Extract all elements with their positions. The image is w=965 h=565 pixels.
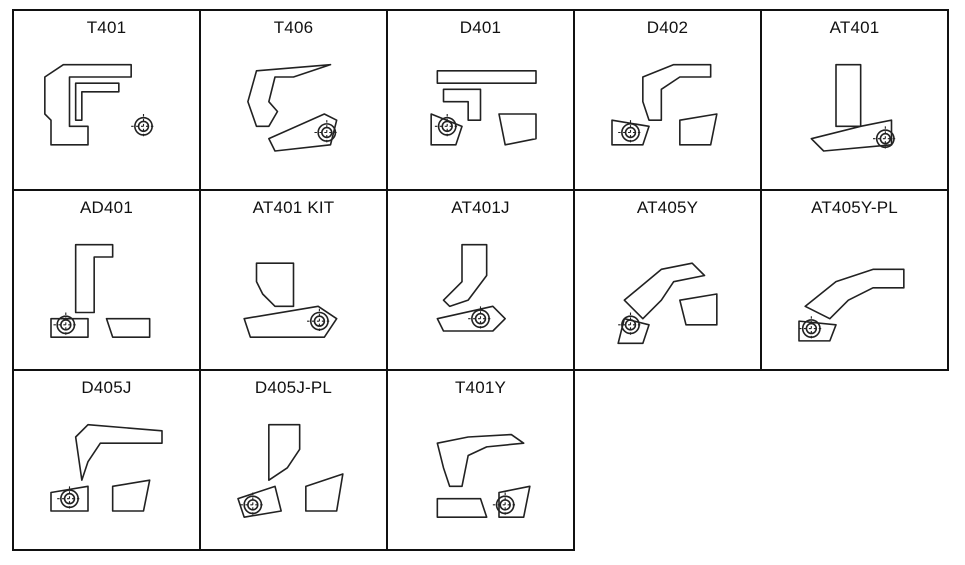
seal-outline [247, 63, 338, 152]
seal-model-label: T401 [86, 18, 127, 37]
seal-outline [611, 63, 718, 146]
seal-profile-drawing [798, 268, 905, 342]
seal-model-label: AT401 [829, 18, 880, 37]
spring-ring-icon [618, 312, 643, 338]
seal-profile-drawing [430, 70, 537, 146]
seal-model-label: AT405Y-PL [811, 198, 898, 217]
seal-outline [430, 70, 537, 146]
seal-profile-drawing [611, 63, 718, 146]
spring-ring-icon [307, 308, 332, 334]
seal-cell-at401-kit: AT401 KIT [199, 189, 388, 371]
seal-outline [798, 268, 905, 342]
seal-profile-drawing [436, 243, 506, 332]
seal-model-label: AT405Y [636, 198, 699, 217]
seal-cell-t401: T401 [12, 9, 201, 191]
seal-profile-drawing [50, 423, 163, 512]
spring-ring-icon [314, 120, 340, 145]
seal-model-label: D402 [646, 18, 689, 37]
seal-profile-drawing [44, 63, 156, 146]
seal-cell-ad401: AD401 [12, 189, 201, 371]
spring-ring-icon [618, 120, 643, 145]
seal-model-label: AT401 KIT [252, 198, 335, 217]
spring-ring-icon [799, 316, 824, 341]
spring-ring-icon [468, 306, 493, 331]
seal-outline [436, 243, 506, 332]
seal-profile-drawing [247, 63, 340, 152]
seal-model-label: AD401 [80, 198, 133, 217]
seal-cell-d405j-pl: D405J-PL [199, 369, 388, 551]
seal-model-label: D405J [81, 378, 132, 397]
seal-outline [243, 262, 338, 338]
seal-cell-at401: AT401 [760, 9, 949, 191]
seal-cell-at405y-pl: AT405Y-PL [760, 189, 949, 371]
seal-cell-at405y: AT405Y [573, 189, 762, 371]
spring-ring-icon [131, 114, 156, 139]
seal-outline [617, 262, 718, 345]
seal-model-label: AT401J [451, 198, 510, 217]
seal-profile-drawing [243, 262, 338, 338]
seal-model-label: D401 [459, 18, 502, 37]
seal-outline [237, 423, 344, 518]
seal-cell-t406: T406 [199, 9, 388, 191]
seal-cell-d405j: D405J [12, 369, 201, 551]
seal-profile-drawing [810, 63, 898, 152]
spring-ring-icon [53, 312, 79, 338]
spring-ring-icon [492, 492, 518, 518]
seal-cell-d401: D401 [386, 9, 575, 191]
seal-outline [50, 423, 163, 512]
seal-profile-drawing [237, 423, 344, 518]
seal-cell-t401y: T401Y [386, 369, 575, 551]
seal-profile-drawing [617, 262, 718, 345]
seal-profile-drawing [50, 243, 151, 338]
seal-outline [810, 63, 893, 152]
seal-model-label: T406 [273, 18, 314, 37]
seal-outline [50, 243, 151, 338]
seal-cell-at401j: AT401J [386, 189, 575, 371]
seal-model-label: D405J-PL [254, 378, 333, 397]
seal-model-label: T401Y [454, 378, 507, 397]
seal-profile-drawing [436, 433, 531, 518]
spring-ring-icon [873, 126, 898, 151]
seal-outline [436, 433, 531, 518]
spring-ring-icon [57, 486, 82, 511]
seal-outline [44, 63, 132, 146]
seal-cell-d402: D402 [573, 9, 762, 191]
